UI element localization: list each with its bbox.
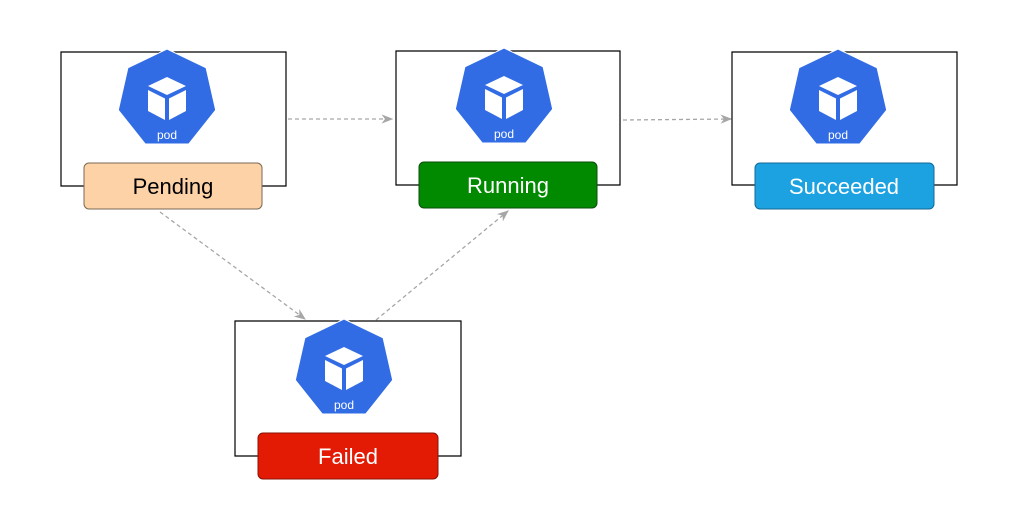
state-badge: [257, 432, 439, 480]
kubernetes-heptagon-icon: [117, 48, 217, 145]
kubernetes-heptagon-icon: [454, 47, 554, 144]
node-failed: pod Failed: [234, 318, 462, 480]
pod-icon: pod: [294, 318, 394, 415]
edge-pending-to-failed: [159, 211, 306, 320]
state-label-succeeded: Succeeded: [789, 174, 899, 199]
pod-label: pod: [828, 128, 848, 142]
edge-running-to-succeeded: [622, 114, 733, 124]
kubernetes-heptagon-icon: [294, 318, 394, 415]
cube-icon: [325, 347, 363, 390]
state-label-pending: Pending: [133, 174, 214, 199]
cube-icon: [485, 76, 523, 119]
state-badge: [83, 162, 263, 210]
cube-icon: [148, 77, 186, 120]
pod-icon: pod: [117, 48, 217, 145]
kubernetes-heptagon-icon: [788, 48, 888, 145]
pod-label: pod: [157, 128, 177, 142]
pod-icon: pod: [454, 47, 554, 144]
pod-label: pod: [494, 127, 514, 141]
pod-label: pod: [334, 398, 354, 412]
pod-icon: pod: [788, 48, 888, 145]
state-label-running: Running: [467, 173, 549, 198]
edge-failed-to-running: [375, 210, 509, 321]
state-badge: [754, 162, 935, 210]
state-label-failed: Failed: [318, 444, 378, 469]
state-badge: [418, 161, 598, 209]
node-pending: pod Pending: [60, 48, 287, 210]
cube-icon: [819, 77, 857, 120]
node-running: pod Running: [395, 47, 621, 209]
node-succeeded: pod Succeeded: [731, 48, 958, 210]
edges: [159, 114, 733, 321]
